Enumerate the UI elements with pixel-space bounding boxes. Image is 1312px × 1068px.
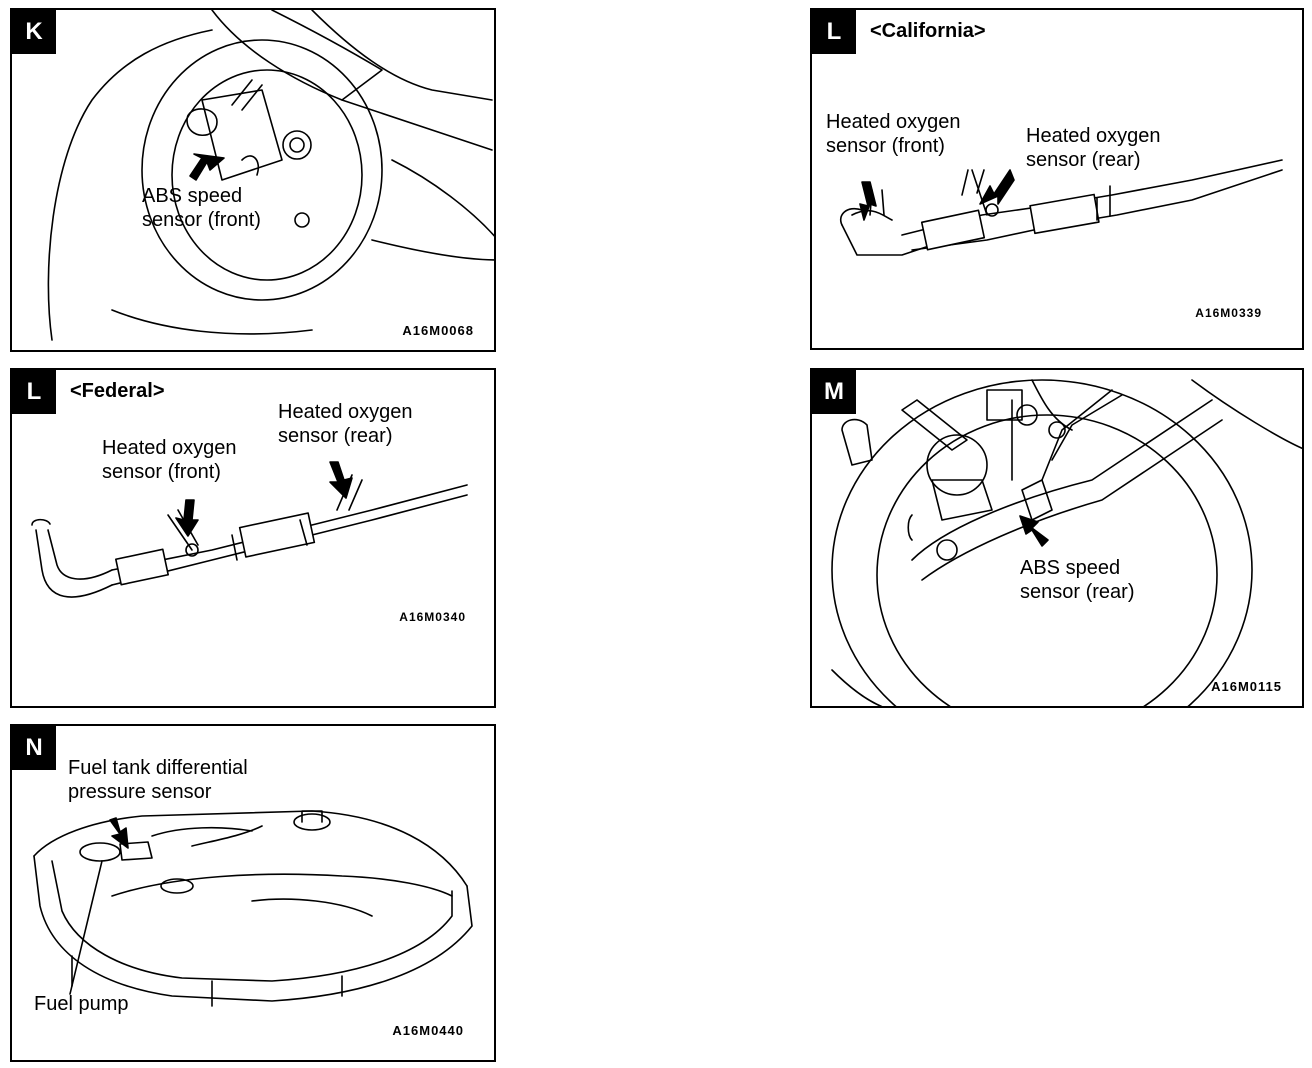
figure-code: A16M0068 <box>402 323 474 338</box>
wheel-hub-illustration <box>47 10 494 341</box>
variant-label: <Federal> <box>70 380 165 402</box>
panel-l-california: L <California> Heated oxygen sensor (fro… <box>810 8 1304 350</box>
panel-badge: M <box>812 370 856 414</box>
fuel-pump-label: Fuel pump <box>34 993 129 1015</box>
figure-code: A16M0339 <box>1195 306 1262 320</box>
panel-m: M ABS speed sensor (rear) A16M0115 <box>810 368 1304 708</box>
arrow-icon <box>189 153 225 181</box>
arrow-icon <box>859 181 877 221</box>
figure-code: A16M0340 <box>399 610 466 624</box>
panel-badge: K <box>12 10 56 54</box>
heated-oxygen-sensor-front-label: Heated oxygen sensor (front) <box>826 111 961 157</box>
arrow-icon <box>979 169 1015 205</box>
arrow-icon <box>175 499 199 537</box>
panel-badge: L <box>812 10 856 54</box>
figure-code: A16M0440 <box>392 1023 464 1038</box>
abs-speed-sensor-rear-label: ABS speed sensor (rear) <box>1020 557 1135 603</box>
rear-hub-illustration <box>831 379 1302 706</box>
arrow-icon <box>329 461 353 499</box>
panel-l-federal: L <Federal> Heated oxygen sensor (rear) … <box>10 368 496 708</box>
fuel-tank-illustration <box>33 810 473 1007</box>
exhaust-pipe-illustration <box>840 159 1283 256</box>
abs-speed-sensor-front-label: ABS speed sensor (front) <box>142 185 261 231</box>
panel-n: N Fuel tank differential pressure sensor… <box>10 724 496 1062</box>
panel-badge: L <box>12 370 56 414</box>
variant-label: <California> <box>870 20 986 42</box>
arrow-icon <box>1019 515 1049 547</box>
heated-oxygen-sensor-rear-label: Heated oxygen sensor (rear) <box>1026 125 1161 171</box>
panel-k: K ABS speed sensor (front) A16M0068 <box>10 8 496 352</box>
fuel-tank-differential-pressure-sensor-label: Fuel tank differential pressure sensor <box>68 757 248 803</box>
figure-code: A16M0115 <box>1211 679 1282 694</box>
arrow-icon <box>109 817 129 849</box>
exhaust-pipe-illustration <box>31 461 468 598</box>
panel-badge: N <box>12 726 56 770</box>
heated-oxygen-sensor-rear-label: Heated oxygen sensor (rear) <box>278 401 413 447</box>
heated-oxygen-sensor-front-label: Heated oxygen sensor (front) <box>102 437 237 483</box>
